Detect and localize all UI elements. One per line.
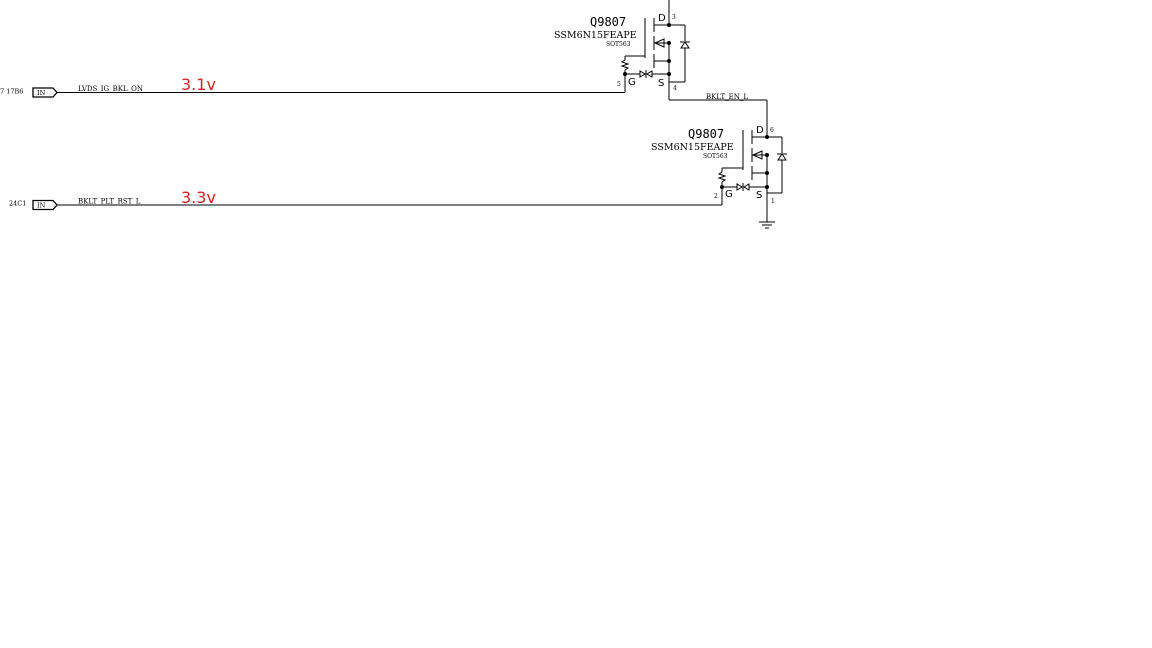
- source-pin-name: S: [756, 190, 762, 201]
- package-label: SOT563: [703, 153, 728, 160]
- part-number-label: SSM6N15FEAPE: [554, 30, 637, 41]
- drain-pin-name: D: [756, 125, 764, 136]
- port-sheet-ref: 24C1: [9, 200, 26, 208]
- drain-pin-name: D: [658, 13, 666, 24]
- gate-pin-number: 2: [714, 193, 718, 200]
- mosfet-q9807-a[interactable]: Q9807 SSM6N15FEAPE SOT563 D 3: [554, 0, 690, 93]
- source-pin-number: 1: [771, 198, 775, 205]
- refdes-label: Q9807: [688, 127, 724, 141]
- gate-pin-name: G: [725, 189, 733, 200]
- net-bklt-en-l[interactable]: BKLT_EN_L: [668, 92, 768, 137]
- voltage-annotation: 3.3v: [181, 188, 216, 207]
- source-pin-number: 4: [673, 85, 677, 92]
- input-port-icon: [32, 199, 58, 211]
- ground-icon: [759, 221, 775, 229]
- port-label: IN: [37, 202, 46, 210]
- gate-pin-name: G: [628, 77, 636, 88]
- part-number-label: SSM6N15FEAPE: [651, 142, 734, 153]
- mosfet-q9807-b[interactable]: Q9807 SSM6N15FEAPE SOT563 D 6: [651, 125, 787, 229]
- voltage-annotation: 3.1v: [181, 75, 216, 94]
- input-port-icon: [32, 87, 58, 98]
- net-label: BKLT_PLT_RST_L: [78, 198, 141, 206]
- package-label: SOT563: [606, 41, 631, 48]
- refdes-label: Q9807: [590, 15, 626, 29]
- gate-pin-number: 5: [617, 81, 621, 88]
- net-label: LVDS_IG_BKL_ON: [78, 85, 143, 93]
- port-sheet-ref: 7 17B6: [0, 88, 23, 96]
- input-port-lvds-ig-bkl-on[interactable]: 7 17B6 IN LVDS_IG_BKL_ON 3.1v: [0, 75, 625, 98]
- drain-pin-number: 6: [770, 127, 774, 134]
- source-pin-name: S: [658, 78, 664, 89]
- net-label: BKLT_EN_L: [706, 93, 748, 101]
- port-label: IN: [37, 89, 46, 97]
- drain-pin-number: 3: [672, 14, 676, 21]
- input-port-bklt-plt-rst-l[interactable]: 24C1 IN BKLT_PLT_RST_L 3.3v: [9, 188, 722, 211]
